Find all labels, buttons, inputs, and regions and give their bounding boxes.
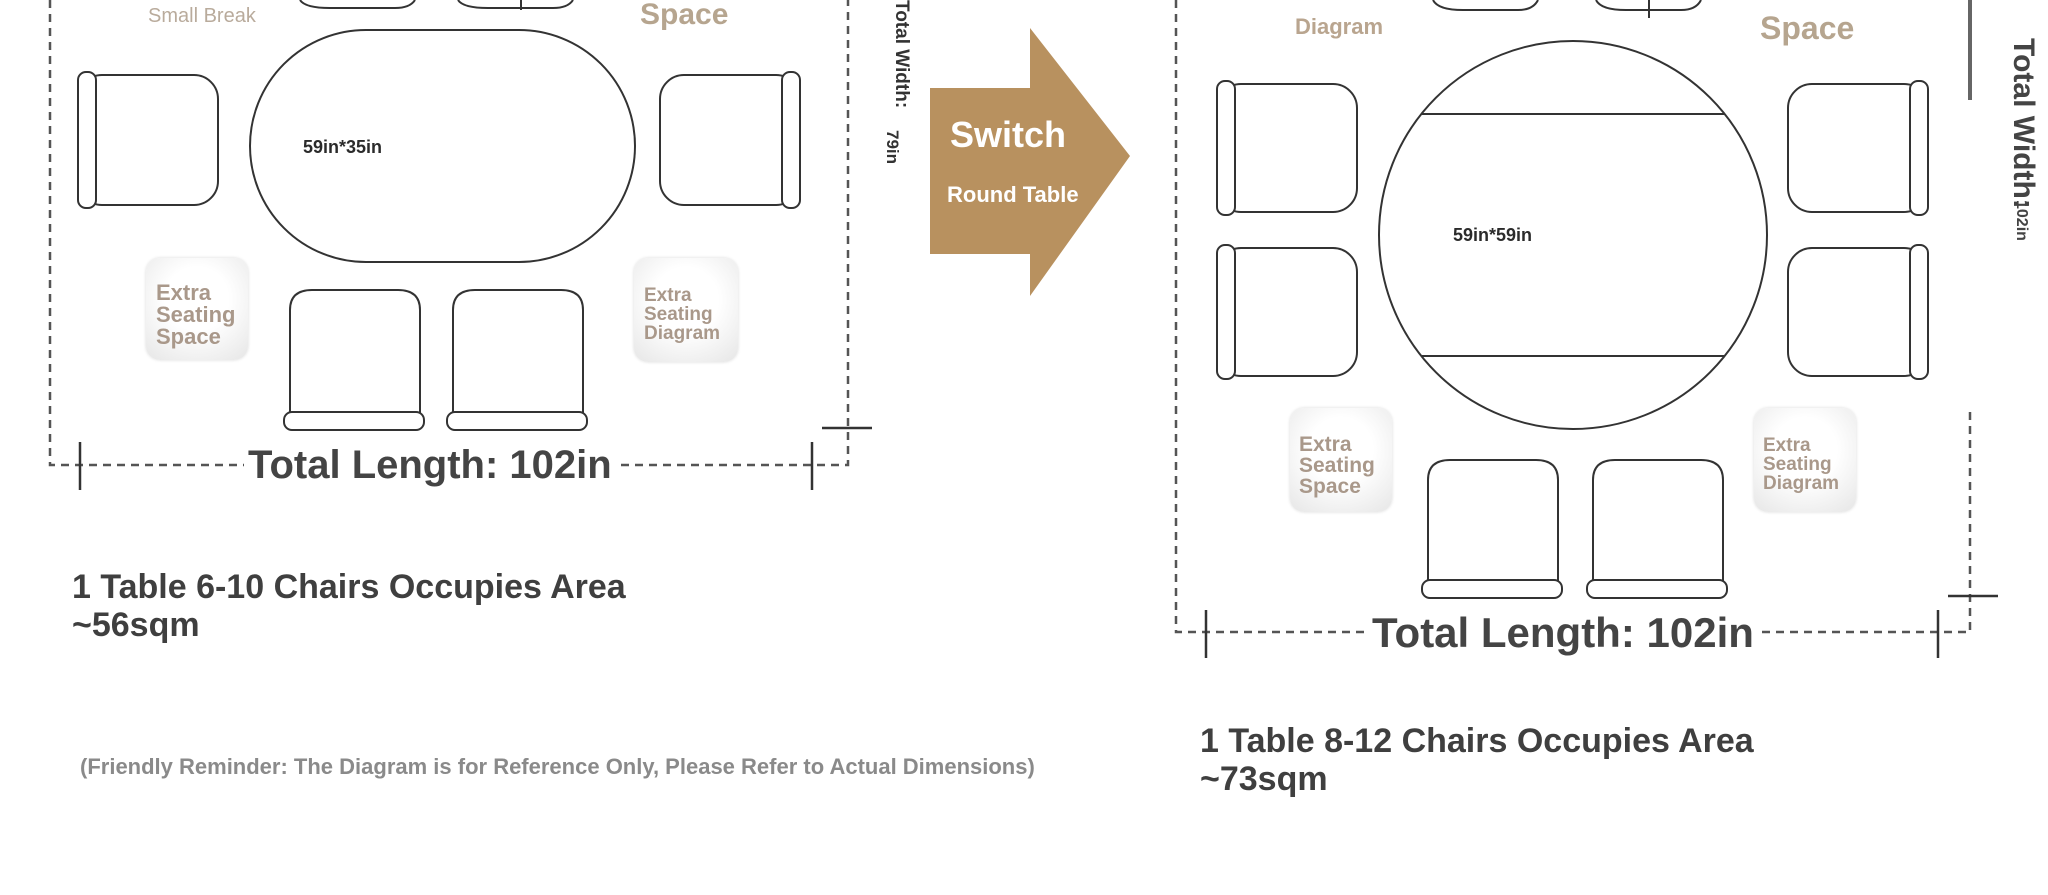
arrow-subtitle: Round Table bbox=[947, 182, 1079, 207]
right-chair-top-1 bbox=[1432, 0, 1539, 11]
right-top-label-right: Space bbox=[1760, 10, 1855, 46]
left-chair-top-1 bbox=[299, 0, 416, 9]
chip-line: Seating bbox=[644, 304, 713, 325]
round-table bbox=[1378, 40, 1768, 430]
left-chair-top-2 bbox=[457, 0, 574, 9]
chip-line: Seating bbox=[1299, 454, 1375, 477]
left-extra-seating-chip-left: Extra Seating Space bbox=[146, 258, 248, 360]
right-caption-line1: 1 Table 8-12 Chairs Occupies Area bbox=[1200, 722, 1754, 760]
chip-line: Seating bbox=[1763, 454, 1832, 475]
left-top-label-right: Space bbox=[640, 0, 729, 31]
right-chair-right-1 bbox=[1787, 83, 1929, 213]
left-chair-side-left bbox=[77, 74, 219, 206]
right-chair-top-2 bbox=[1595, 0, 1702, 11]
right-extra-seating-chip-left: Extra Seating Space bbox=[1290, 408, 1392, 512]
right-room-border bbox=[1174, 0, 1972, 634]
left-width-label: Total Width: bbox=[891, 0, 912, 109]
left-caption-line2: ~56sqm bbox=[72, 606, 200, 644]
left-chair-bottom-1 bbox=[289, 289, 421, 415]
arrow-shape bbox=[930, 28, 1130, 296]
friendly-reminder: (Friendly Reminder: The Diagram is for R… bbox=[80, 754, 1035, 779]
left-caption-line1: 1 Table 6-10 Chairs Occupies Area bbox=[72, 568, 626, 606]
right-top-label-left: Diagram bbox=[1295, 14, 1384, 39]
left-width-value-wrap: 79in bbox=[878, 130, 908, 190]
left-width-value: 79in bbox=[883, 130, 902, 165]
chip-line: Seating bbox=[156, 302, 236, 327]
left-length-label: Total Length: 102in bbox=[244, 443, 616, 488]
right-width-value: 102in bbox=[2013, 200, 2030, 241]
left-caption: 1 Table 6-10 Chairs Occupies Area ~56sqm bbox=[72, 568, 626, 644]
right-width-label: Total Width: bbox=[2007, 38, 2040, 209]
chip-line: Extra bbox=[1299, 433, 1352, 456]
left-chair-side-right-back bbox=[781, 71, 801, 209]
left-chair-bottom-2 bbox=[452, 289, 584, 415]
left-chair-side-right bbox=[659, 74, 801, 206]
right-chair-left-1 bbox=[1216, 83, 1358, 213]
right-chair-right-2 bbox=[1787, 247, 1929, 377]
arrow-title: Switch bbox=[950, 114, 1067, 155]
chip-line: Space bbox=[156, 324, 221, 349]
right-extra-seating-chip-right: Extra Seating Diagram bbox=[1754, 408, 1856, 512]
right-chair-left-2 bbox=[1216, 247, 1358, 377]
switch-arrow bbox=[930, 28, 1130, 296]
right-caption-line2: ~73sqm bbox=[1200, 760, 1328, 798]
left-chair-side-left-back bbox=[77, 71, 97, 209]
left-room-border bbox=[48, 0, 850, 467]
right-width-value-wrap: 102in bbox=[2012, 200, 2042, 260]
oval-table bbox=[249, 29, 636, 263]
chip-line: Diagram bbox=[644, 323, 721, 344]
right-width-label-wrap: Total Width: bbox=[2000, 38, 2040, 218]
right-table-size: 59in*59in bbox=[1453, 225, 1533, 245]
left-width-label-wrap: Total Width: bbox=[884, 0, 914, 120]
right-floor-plan bbox=[1174, 0, 1998, 658]
chip-line: Diagram bbox=[1763, 473, 1840, 494]
chip-line: Space bbox=[1299, 475, 1361, 498]
chip-line: Extra bbox=[644, 285, 692, 306]
chip-line: Extra bbox=[1763, 435, 1811, 456]
right-chair-bottom-1 bbox=[1427, 459, 1559, 585]
right-chair-bottom-2 bbox=[1592, 459, 1724, 585]
left-extra-seating-chip-right: Extra Seating Diagram bbox=[634, 258, 738, 362]
left-top-label-left: Small Break bbox=[148, 5, 256, 27]
left-table-size: 59in*35in bbox=[303, 137, 383, 157]
left-floor-plan bbox=[48, 0, 872, 490]
right-caption: 1 Table 8-12 Chairs Occupies Area ~73sqm bbox=[1200, 722, 1754, 798]
right-length-label: Total Length: 102in bbox=[1368, 609, 1758, 657]
chip-line: Extra bbox=[156, 280, 212, 305]
